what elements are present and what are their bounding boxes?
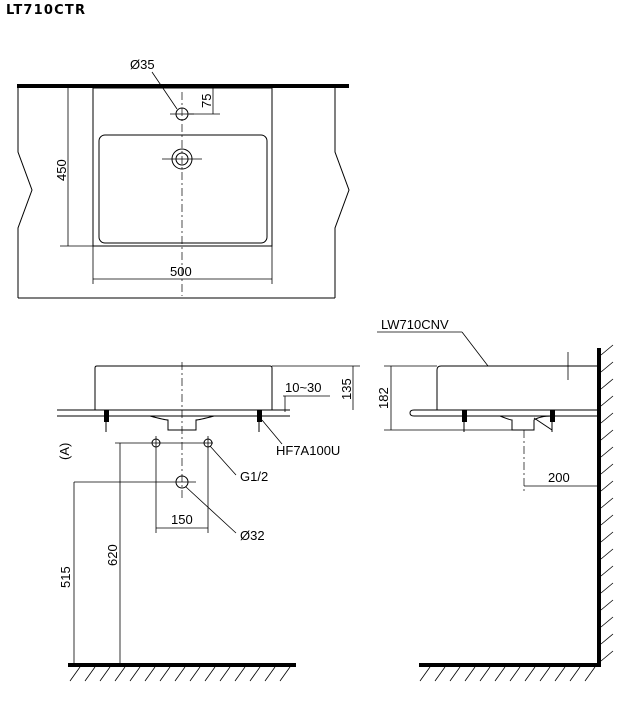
counter-side: [409, 409, 597, 417]
label-counter-range: 10~30: [285, 380, 322, 395]
left-break-line: [17, 88, 33, 298]
label-height-side: 182: [376, 387, 391, 409]
label-inlet-thread: G1/2: [240, 469, 268, 484]
label-trap: HF7A100U: [276, 443, 340, 458]
label-inlet-height: 620: [105, 544, 120, 566]
label-mark-a: (A): [57, 443, 72, 460]
label-wall-drain: 200: [548, 470, 570, 485]
model-title: LT710CTR: [6, 3, 87, 18]
label-drain-dia: Ø32: [240, 528, 265, 543]
basin-side: [436, 365, 597, 410]
drain-side: [499, 415, 553, 431]
label-width: 500: [170, 264, 192, 279]
top-view: Ø35 75 450 500: [17, 57, 350, 299]
label-faucet-hole: Ø35: [130, 57, 155, 72]
basin-front: [94, 365, 273, 411]
drain-outlet: [175, 475, 189, 489]
label-drain-height: 515: [58, 566, 73, 588]
label-inlet-spacing: 150: [171, 512, 193, 527]
floor-hatching-front: [69, 666, 291, 682]
basin-bowl: [98, 134, 268, 244]
label-height-front: 135: [339, 378, 354, 400]
right-break-line: [334, 88, 350, 298]
wall-hatching: [600, 344, 614, 662]
label-offset-top: 75: [199, 94, 214, 108]
faucet-leader: [151, 71, 178, 110]
basin-outline: [92, 87, 273, 247]
front-view: 135 10~30 HF7A100U G1/2 150 Ø32 (A) 515 …: [57, 362, 360, 682]
side-view: LW710CNV 182 200: [376, 317, 614, 682]
floor-hatching-side: [419, 666, 596, 682]
label-depth: 450: [54, 159, 69, 181]
label-stand: LW710CNV: [381, 317, 449, 332]
